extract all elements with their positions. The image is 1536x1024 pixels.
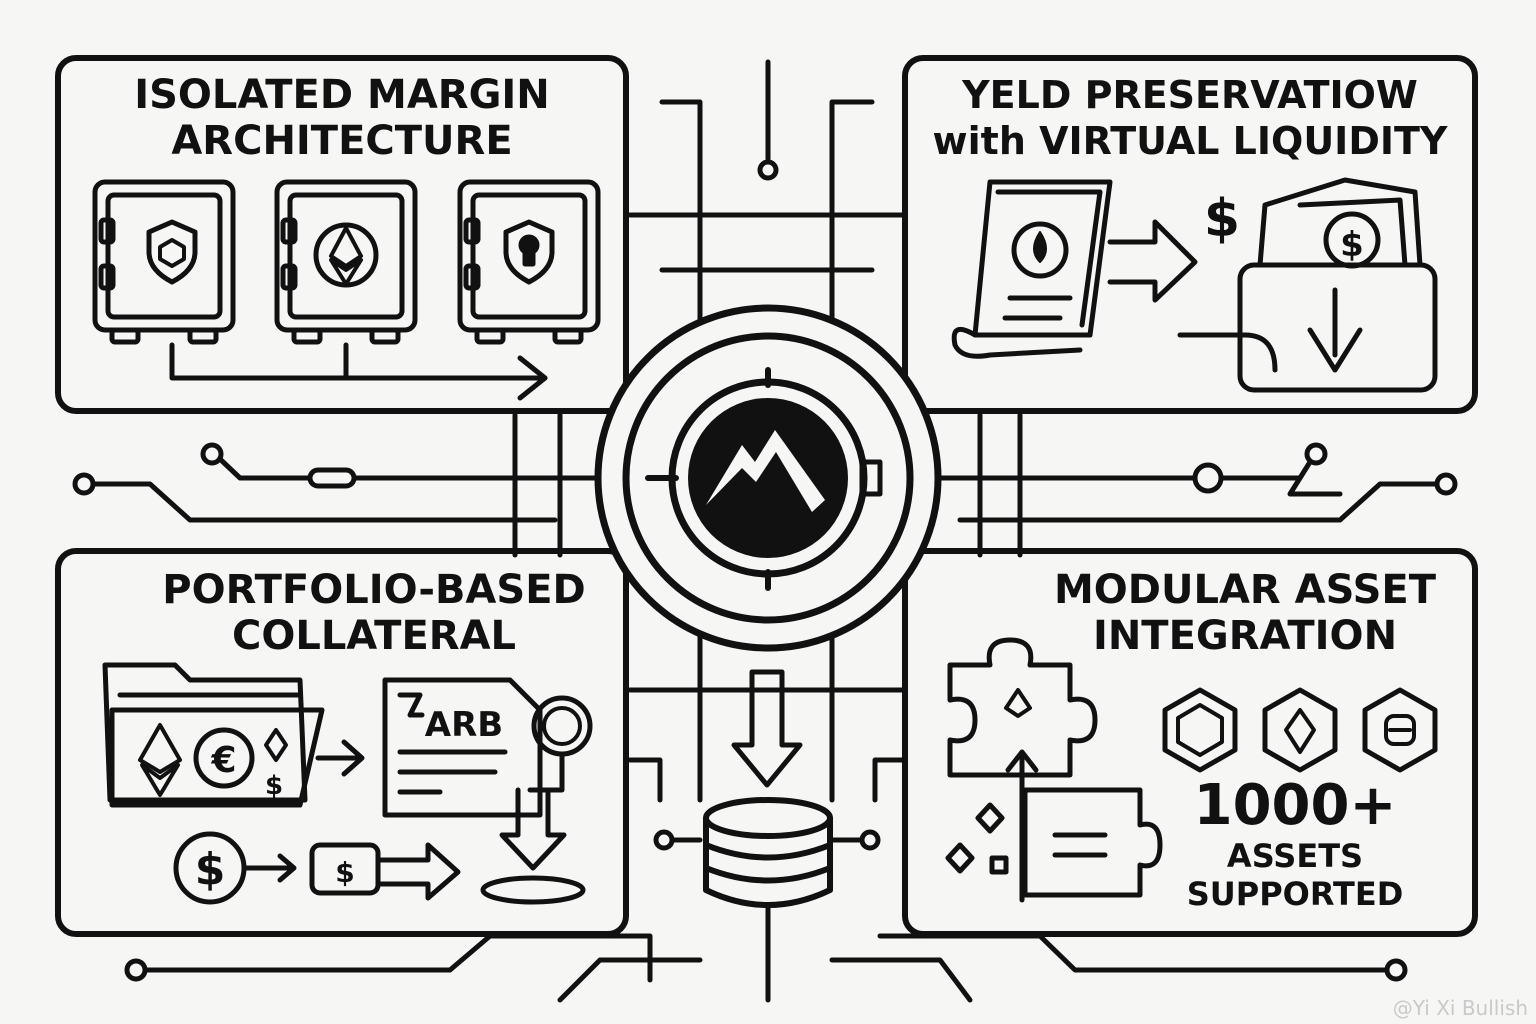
coin-dollar-label: $ xyxy=(1340,225,1364,265)
panel-frames xyxy=(55,55,1478,937)
panel-title-portfolio-collateral: PORTFOLIO-BASED COLLATERAL xyxy=(80,567,668,659)
assets-badge: 1000+ ASSETS SUPPORTED xyxy=(1170,773,1420,914)
transfer-arrow-icon xyxy=(1107,219,1198,303)
panel-title-isolated-margin: ISOLATED MARGIN ARCHITECTURE xyxy=(58,72,626,164)
bill-dollar-text: $ xyxy=(335,856,354,889)
folder-arrow-icon xyxy=(315,739,365,777)
assets-count: 1000+ xyxy=(1193,773,1397,838)
title-line-2: COLLATERAL xyxy=(231,613,517,659)
panel-top-right xyxy=(902,55,1478,414)
arb-document-icon xyxy=(382,677,593,818)
small-dollar-label: $ xyxy=(265,771,283,801)
coin-dollar-text: $ xyxy=(195,844,226,895)
vault-shield-icon xyxy=(92,179,236,345)
database-arrow-icon xyxy=(731,669,803,788)
vault-flow-arrow xyxy=(169,342,548,401)
title-line-1: YELD PRESERVATIOW xyxy=(962,73,1418,117)
title-line-1: PORTFOLIO-BASED xyxy=(162,567,586,613)
folder-tokens-icon xyxy=(102,662,325,808)
panel-title-yield-preservation: YELD PRESERVATIOW with VIRTUAL LIQUIDITY xyxy=(905,72,1475,164)
assets-line-1: ASSETS xyxy=(1226,837,1364,875)
dollar-sign-label: $ xyxy=(1204,189,1240,249)
central-mountain-logo-icon xyxy=(688,398,848,558)
watermark-text: @Yi Xi Bullish xyxy=(1392,996,1528,1020)
title-line-1: MODULAR ASSET xyxy=(1053,567,1437,613)
vault-ethereum-icon xyxy=(274,179,418,345)
deposit-arrow-icon xyxy=(480,751,586,905)
title-line-2: ARCHITECTURE xyxy=(171,118,513,164)
title-line-2: INTEGRATION xyxy=(1092,613,1398,659)
panel-bottom-right xyxy=(902,548,1478,937)
puzzle-icon xyxy=(945,637,1163,903)
title-line-2: with VIRTUAL LIQUIDITY xyxy=(932,119,1448,163)
title-line-1: ISOLATED MARGIN xyxy=(134,72,550,118)
hexagon-token-icon xyxy=(1162,687,1438,773)
dollar-coin-icon xyxy=(173,831,461,905)
arb-token-label: ARB xyxy=(425,705,503,745)
wallet-cash-icon xyxy=(1177,177,1438,393)
database-icon xyxy=(703,797,833,908)
scroll-document-icon xyxy=(951,179,1113,359)
panel-title-modular-asset: MODULAR ASSET INTEGRATION xyxy=(960,567,1530,659)
panel-top-left xyxy=(55,55,629,414)
vault-keyhole-icon xyxy=(457,179,601,345)
euro-token-label: € xyxy=(210,740,236,781)
assets-line-2: SUPPORTED xyxy=(1186,875,1404,913)
panel-bottom-left xyxy=(55,548,629,937)
